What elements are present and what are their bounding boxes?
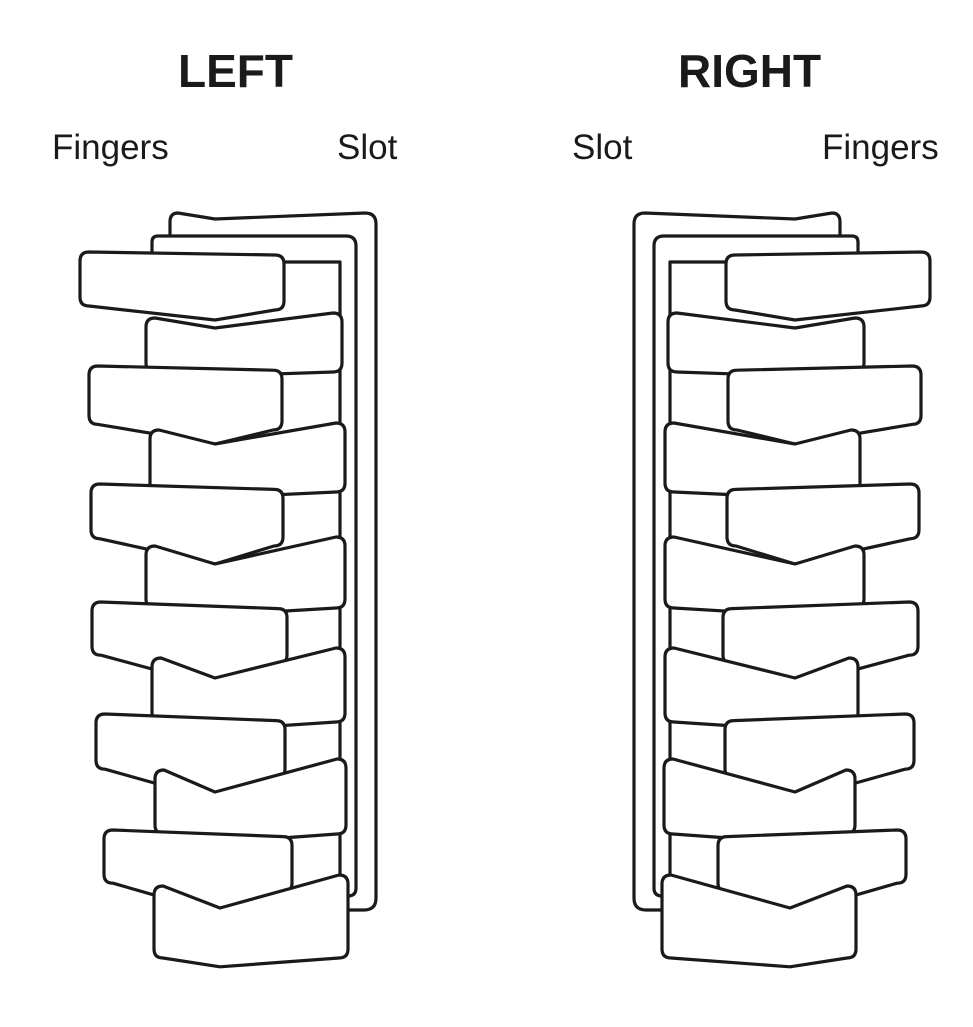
finger-brick-3 bbox=[87, 364, 284, 446]
finger-brick-1 bbox=[724, 250, 932, 322]
finger-brick-4 bbox=[663, 421, 862, 500]
finger-brick-6 bbox=[663, 535, 866, 617]
finger-brick-1 bbox=[78, 250, 286, 322]
finger-brick-12 bbox=[660, 873, 858, 969]
right-corner-piece bbox=[632, 211, 932, 969]
finger-brick-2 bbox=[144, 311, 344, 378]
finger-brick-10 bbox=[662, 757, 857, 845]
finger-brick-6 bbox=[144, 535, 347, 617]
left-corner-piece bbox=[78, 211, 378, 969]
right-title: RIGHT bbox=[678, 45, 822, 97]
left-fingers bbox=[78, 250, 350, 969]
finger-brick-8 bbox=[150, 646, 347, 732]
left-title: LEFT bbox=[178, 45, 293, 97]
finger-brick-10 bbox=[153, 757, 348, 845]
finger-brick-5 bbox=[89, 482, 285, 566]
left-fingers-label: Fingers bbox=[52, 128, 169, 167]
left-slot-label: Slot bbox=[337, 128, 398, 167]
finger-brick-3 bbox=[726, 364, 923, 446]
right-slot-label: Slot bbox=[572, 128, 633, 167]
finger-brick-2 bbox=[666, 311, 866, 378]
finger-brick-5 bbox=[725, 482, 921, 566]
finger-brick-12 bbox=[152, 873, 350, 969]
finger-brick-8 bbox=[663, 646, 860, 732]
finger-brick-4 bbox=[148, 421, 347, 500]
right-fingers bbox=[660, 250, 932, 969]
right-fingers-label: Fingers bbox=[822, 128, 939, 167]
